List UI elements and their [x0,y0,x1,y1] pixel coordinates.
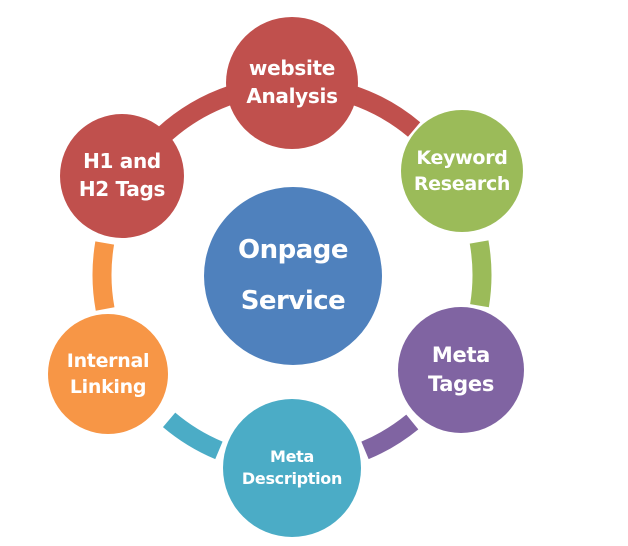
node-meta-tages-line2: Tages [427,372,495,396]
center-node-label: Onpage Service [237,234,349,317]
node-h1-h2-tags-line1: H1 and [83,149,161,174]
node-website-analysis: website Analysis [226,17,358,149]
node-keyword-research-line1: Keyword [416,146,508,169]
node-h1-h2-tags-line2: H2 Tags [78,177,166,201]
node-internal-linking: Internal Linking [48,314,168,434]
connector-arc-metadescription-to-internallinking [162,412,223,460]
connector-arc-h1h2-to-website [156,85,236,143]
node-meta-description: Meta Description [223,399,361,537]
node-meta-description-line1: Meta [269,446,315,466]
center-node-line2: Service [240,286,346,316]
connector-arc-keyword-to-metatages [469,240,492,308]
node-website-analysis-line1: website [248,56,336,81]
node-keyword-research: Keyword Research [401,110,523,232]
connector-arc-metatages-to-metadescription [361,414,419,460]
node-keyword-research-label: Keyword Research [413,146,511,197]
node-h1-h2-tags: H1 and H2 Tags [60,114,184,238]
center-node-line1: Onpage [237,234,349,265]
node-keyword-research-line2: Research [413,173,511,195]
connector-arc-website-to-keyword [348,85,421,137]
node-meta-description-line2: Description [241,469,343,488]
node-meta-tages: Meta Tages [398,307,524,433]
node-internal-linking-line1: Internal [66,349,150,372]
node-internal-linking-line2: Linking [69,376,147,398]
node-meta-tages-label: Meta Tages [428,342,494,398]
node-website-analysis-line2: Analysis [246,84,338,108]
node-internal-linking-label: Internal Linking [66,349,150,400]
connector-arc-internallinking-to-h1h2 [92,241,115,311]
node-meta-description-label: Meta Description [242,447,342,490]
node-h1-h2-tags-label: H1 and H2 Tags [78,149,166,202]
center-node-onpage-service: Onpage Service [204,187,382,365]
node-website-analysis-label: website Analysis [246,56,338,109]
node-meta-tages-line1: Meta [431,343,491,368]
